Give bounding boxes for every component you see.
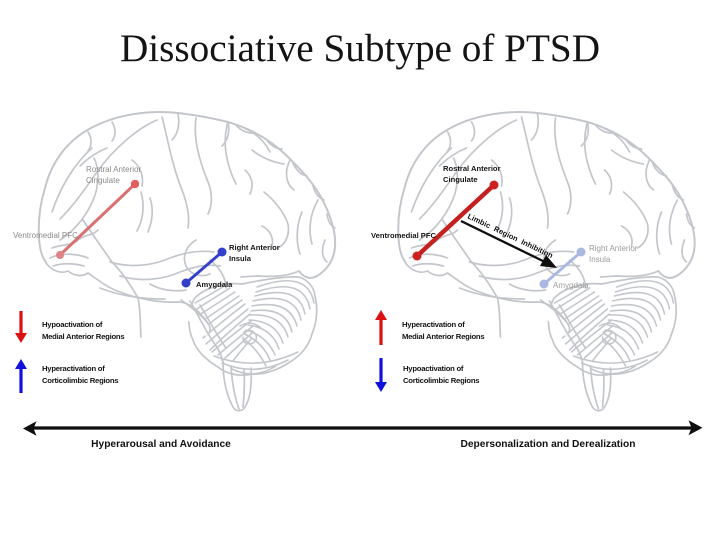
- svg-text:Rostral Anterior: Rostral Anterior: [86, 165, 141, 174]
- svg-text:Medial Anterior Regions: Medial Anterior Regions: [402, 332, 484, 341]
- svg-text:Hypoactivation of: Hypoactivation of: [403, 364, 464, 373]
- svg-text:Insula: Insula: [229, 254, 252, 263]
- svg-text:Corticolimbic Regions: Corticolimbic Regions: [403, 376, 479, 385]
- svg-text:Corticolimbic Regions: Corticolimbic Regions: [42, 376, 118, 385]
- svg-text:Rostral Anterior: Rostral Anterior: [443, 164, 501, 173]
- svg-text:Right Anterior: Right Anterior: [589, 244, 638, 253]
- svg-text:Insula: Insula: [589, 255, 611, 264]
- svg-text:Ventromedial PFC: Ventromedial PFC: [371, 231, 437, 240]
- svg-text:Right Anterior: Right Anterior: [229, 243, 280, 252]
- svg-text:Cingulate: Cingulate: [443, 175, 478, 184]
- svg-text:Medial Anterior Regions: Medial Anterior Regions: [42, 332, 124, 341]
- svg-text:Amygdala: Amygdala: [553, 281, 589, 290]
- svg-text:Hyperactivation of: Hyperactivation of: [42, 364, 105, 373]
- svg-text:Hyperactivation of: Hyperactivation of: [402, 320, 465, 329]
- svg-text:Ventromedial PFC: Ventromedial PFC: [13, 231, 78, 240]
- svg-text:Amygdala: Amygdala: [196, 280, 233, 289]
- svg-text:Cingulate: Cingulate: [86, 176, 120, 185]
- svg-text:Depersonalization and Derealiz: Depersonalization and Derealization: [461, 439, 636, 450]
- svg-text:Hyperarousal and Avoidance: Hyperarousal and Avoidance: [91, 439, 231, 450]
- svg-text:Hypoactivation of: Hypoactivation of: [42, 320, 103, 329]
